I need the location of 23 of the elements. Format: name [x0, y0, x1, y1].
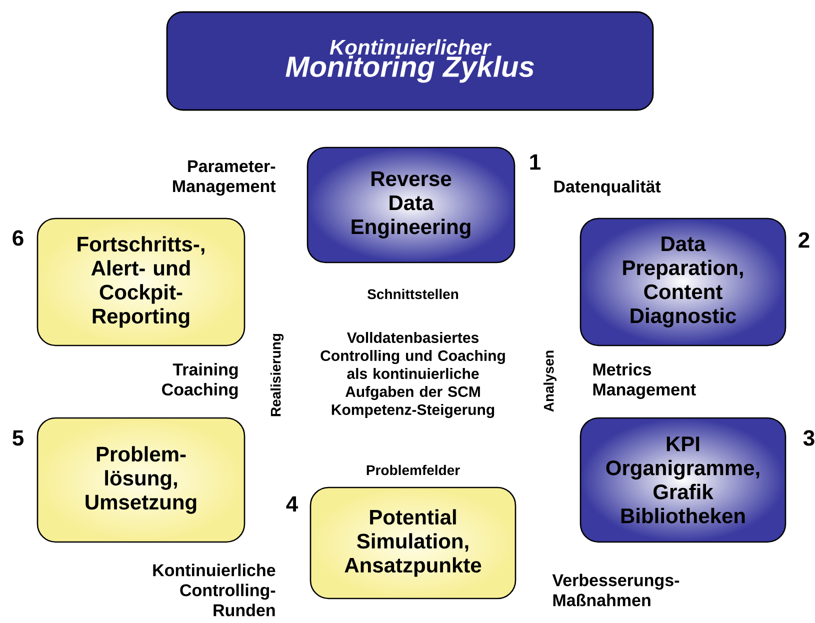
process-box: KPI Organigramme, Grafik Bibliotheken — [580, 417, 786, 543]
annotation-text: Parameter- Management — [173, 160, 276, 196]
step-number: 2 — [798, 232, 810, 248]
annotation-text: Datenqualität — [554, 180, 661, 196]
annotation-text: Analysen — [543, 350, 557, 412]
annotation-text: Metrics Management — [593, 363, 696, 399]
step-number: 5 — [12, 430, 24, 446]
step-number: 3 — [803, 430, 814, 446]
step-number: 1 — [530, 154, 540, 170]
step-number: 4 — [286, 496, 298, 512]
annotation-text: Schnittstellen — [368, 288, 458, 300]
annotation-text: Realisierung — [270, 334, 284, 416]
process-box: Fortschritts-, Alert- und Cockpit- Reporting — [36, 218, 246, 346]
annotation-text: Training Coaching — [162, 363, 238, 399]
process-box: Potential Simulation, Ansatzpunkte — [310, 486, 516, 600]
annotation-text: Verbesserungs- Maßnahmen — [552, 574, 680, 606]
title-banner: Kontinuierlicher Monitoring Zyklus — [166, 11, 654, 111]
annotation-text: Volldatenbasiertes Controlling und Coaching als kontinuierliche Aufgaben der SCM Kompetenz-Steigerung — [320, 332, 505, 418]
process-box: Problem- lösung, Umsetzung — [36, 417, 246, 543]
annotation-text: Kontinuierliche Controlling- Runden — [153, 564, 276, 616]
process-box: Data Preparation, Content Diagnostic — [580, 218, 786, 346]
step-number: 6 — [12, 230, 24, 246]
process-box: Reverse Data Engineering — [306, 146, 516, 264]
